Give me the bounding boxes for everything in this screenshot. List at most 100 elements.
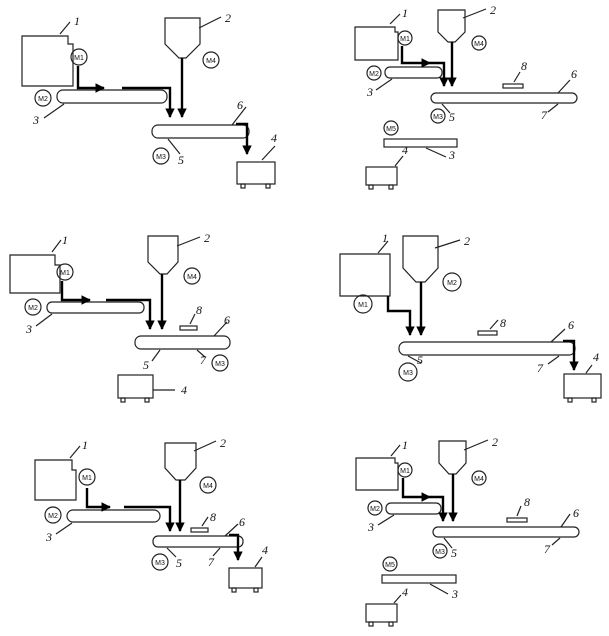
label-3: 3 [25, 322, 32, 336]
flow-arrow-bin [85, 488, 111, 512]
label-8: 8 [521, 59, 527, 73]
label-6: 6 [224, 313, 230, 327]
label-1: 1 [402, 6, 408, 20]
label-7: 7 [544, 542, 551, 556]
label-2: 2 [220, 436, 226, 450]
svg-text:M4: M4 [187, 274, 197, 281]
svg-text:M3: M3 [435, 549, 445, 556]
hopper-2 [164, 17, 201, 59]
svg-text:M1: M1 [400, 36, 410, 43]
label-8: 8 [500, 316, 506, 330]
flow-arrow-feeder [124, 505, 175, 532]
conveyor-6 [151, 124, 250, 139]
label-5: 5 [449, 110, 455, 124]
label-5: 5 [417, 353, 423, 367]
label-8: 8 [524, 495, 530, 509]
label-4: 4 [402, 143, 408, 157]
svg-text:M3: M3 [215, 361, 225, 368]
motor-m1: M1 [397, 462, 413, 478]
motor-m2: M2 [24, 298, 42, 316]
cart-4 [228, 567, 263, 593]
motor-m3: M3 [151, 553, 169, 571]
label-2: 2 [464, 234, 470, 248]
scheme-b: 1 M1 2 M4 M2 3 8 6 7 M3 [354, 3, 578, 190]
label-2: 2 [492, 435, 498, 449]
svg-text:M2: M2 [370, 506, 380, 513]
cart-4 [365, 603, 398, 627]
motor-m3: M3 [430, 108, 446, 124]
feeder-3 [56, 89, 168, 104]
svg-text:M4: M4 [474, 41, 484, 48]
label-1: 1 [62, 233, 68, 247]
label-4: 4 [593, 350, 599, 364]
flow-arrow-bin [386, 296, 415, 336]
flow-arrow-bin [401, 478, 431, 502]
svg-text:M2: M2 [369, 71, 379, 78]
flow-arrow-conveyor [229, 533, 243, 561]
svg-text:M3: M3 [433, 114, 443, 121]
motor-m4: M4 [471, 470, 487, 486]
bin-1 [9, 254, 61, 294]
hopper-2 [402, 235, 439, 283]
svg-text:M3: M3 [403, 370, 413, 377]
label-1: 1 [82, 438, 88, 452]
hopper-2 [438, 440, 467, 475]
motor-m5: M5 [383, 120, 399, 136]
motor-m5: M5 [382, 556, 398, 572]
bin-1 [355, 457, 399, 491]
conveyor-6 [432, 526, 580, 538]
label-8: 8 [196, 303, 202, 317]
label-4: 4 [402, 585, 408, 599]
svg-text:M5: M5 [386, 126, 396, 133]
cart-4 [365, 166, 398, 190]
bin-1 [21, 35, 74, 87]
label-3: 3 [367, 520, 374, 534]
conveyor-3-lower [381, 574, 457, 584]
motor-m4: M4 [471, 35, 487, 51]
label-4: 4 [262, 543, 268, 557]
motor-m4: M4 [199, 476, 217, 494]
label-4: 4 [181, 383, 187, 397]
cart-4 [236, 161, 276, 189]
flow-arrow-feeder [122, 86, 175, 118]
motor-m4: M4 [183, 267, 201, 285]
svg-text:M1: M1 [82, 475, 92, 482]
scheme-e: 1 M1 2 M4 M2 3 8 6 7 M3 [34, 436, 268, 593]
label-6: 6 [237, 98, 243, 112]
label-2: 2 [490, 3, 496, 17]
flow-arrow-conveyor [563, 339, 579, 371]
hopper-2 [147, 235, 179, 275]
motor-m3: M3 [398, 362, 418, 382]
svg-text:M2: M2 [38, 96, 48, 103]
svg-text:M2: M2 [28, 305, 38, 312]
conveyor-6 [398, 341, 576, 356]
scheme-a: 1 M1 2 M4 M2 3 6 M3 5 [21, 11, 277, 189]
label-7: 7 [537, 361, 544, 375]
feeder-3 [46, 301, 145, 314]
label-6: 6 [573, 506, 579, 520]
motor-m4: M4 [202, 51, 220, 69]
motor-m1: M1 [353, 294, 373, 314]
flow-arrow-conveyor [236, 122, 252, 155]
motor-m1: M1 [56, 263, 74, 281]
label-3-lower: 3 [448, 148, 455, 162]
label-3: 3 [366, 85, 373, 99]
scale-8 [506, 517, 528, 523]
label-7: 7 [541, 108, 548, 122]
label-5: 5 [143, 358, 149, 372]
motor-m3: M3 [211, 354, 229, 372]
label-1: 1 [382, 231, 388, 245]
bin-1 [354, 26, 399, 61]
conveyor-6 [152, 535, 244, 548]
label-5: 5 [176, 556, 182, 570]
label-7: 7 [208, 555, 215, 569]
hopper-2 [164, 442, 197, 481]
flow-arrow-feeder [430, 495, 448, 522]
label-3: 3 [32, 113, 39, 127]
cart-4 [117, 374, 154, 403]
flow-arrow-feeder [106, 298, 155, 330]
svg-text:M3: M3 [155, 560, 165, 567]
motor-m1: M1 [70, 48, 88, 66]
svg-text:M3: M3 [156, 154, 166, 161]
